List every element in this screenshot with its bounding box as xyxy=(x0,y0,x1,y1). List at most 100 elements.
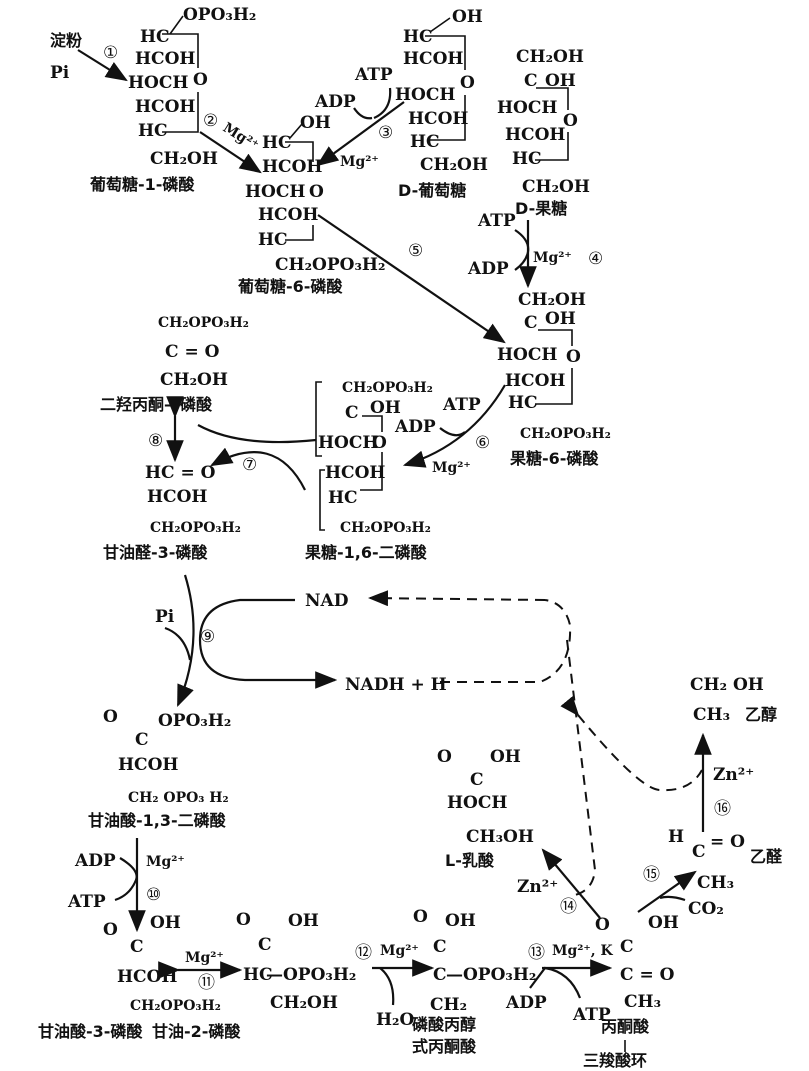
glucose-1-phosphate: OPO₃H₂ HC HCOH HOCH O HCOH HC CH₂OH 葡萄糖-… xyxy=(89,5,256,194)
glc-c4: HCOH xyxy=(408,109,468,129)
pep-o: O xyxy=(413,907,428,927)
fbp-c3: HOCH xyxy=(318,433,378,453)
step-11-mg: Mg²⁺ xyxy=(185,950,224,966)
glc-c5: HC xyxy=(410,132,440,152)
g6p-oh: OH xyxy=(300,113,331,133)
lac-name: L-乳酸 xyxy=(445,851,495,870)
step-12-water-arrow xyxy=(379,967,395,1006)
ald-h: H xyxy=(668,827,684,847)
pyr-c2: C = O xyxy=(620,965,675,985)
f6p-c1: CH₂OH xyxy=(518,290,586,310)
bpg-name: 甘油酸-1,3-二磷酸 xyxy=(88,811,227,830)
step-13-atp: ATP xyxy=(572,1005,611,1025)
bpg-opo: OPO₃H₂ xyxy=(158,711,231,731)
dhap-name: 二羟丙酮—磷酸 xyxy=(100,395,213,414)
fru-c4: HCOH xyxy=(505,125,565,145)
step-3-mg: Mg²⁺ xyxy=(340,154,379,170)
pg2-opo: —OPO₃H₂ xyxy=(266,965,356,985)
bpg-o: O xyxy=(103,707,118,727)
lac-o: O xyxy=(437,747,452,767)
eth-c1: CH₂ OH xyxy=(690,675,764,695)
step-15-arrow xyxy=(637,870,697,913)
nadh-label: NADH + H xyxy=(345,675,447,695)
fbp-c2: C xyxy=(345,403,359,423)
pg2-c2: HC xyxy=(243,965,273,985)
d-glucose: OH HC HCOH HOCH O HCOH HC CH₂OH D-葡萄糖 xyxy=(395,7,488,200)
g1p-c4: HCOH xyxy=(135,97,195,117)
lac-oh: OH xyxy=(490,747,521,767)
step-7-arrow-upper xyxy=(197,424,317,444)
nad-return-dashed xyxy=(368,590,546,607)
pyr-c1: C xyxy=(620,937,634,957)
tca-label: 三羧酸环 xyxy=(583,1051,647,1070)
pg2-name: 甘油-2-磷酸 xyxy=(152,1022,241,1041)
fru-oh: OH xyxy=(545,71,576,91)
pep-oh: OH xyxy=(445,911,476,931)
ald-c2: CH₃ xyxy=(697,873,734,893)
ald-c: C xyxy=(692,842,706,862)
step-6-cofactor-arrow xyxy=(439,427,466,437)
f6p-c6: CH₂OPO₃H₂ xyxy=(520,426,611,442)
gap-c3: CH₂OPO₃H₂ xyxy=(150,520,241,536)
step-4-atp: ATP xyxy=(477,211,516,231)
g1p-c6: CH₂OH xyxy=(150,149,218,169)
g1p-c5: HC xyxy=(138,121,168,141)
step-4-cofactor-arrow xyxy=(514,229,530,271)
f6p-name: 果糖-6-磷酸 xyxy=(509,449,599,468)
step-9-pi-arrow xyxy=(164,626,192,661)
pyr-c3: CH₃ xyxy=(624,992,661,1012)
step-5-number: ⑤ xyxy=(408,241,423,261)
step-2-number: ② xyxy=(203,111,218,131)
step-13-number: ⑬ xyxy=(528,943,545,963)
step-3-number: ③ xyxy=(378,123,393,143)
f6p-c4: HCOH xyxy=(505,371,565,391)
2-phosphoglycerate: O OH C HC —OPO₃H₂ CH₂OH 甘油-2-磷酸 xyxy=(152,910,356,1041)
pep-c2: C xyxy=(433,965,447,985)
step-1-arrow xyxy=(77,49,128,82)
step-6-arrow xyxy=(402,384,506,468)
pyr-name: 丙酮酸 xyxy=(601,1017,650,1036)
pg3-c3: CH₂OPO₃H₂ xyxy=(130,998,221,1014)
acetaldehyde: H C = O CH₃ 乙醛 xyxy=(668,827,783,893)
g6p-c2: HCOH xyxy=(262,157,322,177)
pg2-c1: C xyxy=(258,935,272,955)
fbp-c1: CH₂OPO₃H₂ xyxy=(342,380,433,396)
glc-ring-o: O xyxy=(460,73,475,93)
lac-c1: C xyxy=(470,770,484,790)
fructose-1-6-bisphosphate: CH₂OPO₃H₂ C OH HOCH O HCOH HC CH₂OPO₃H₂ … xyxy=(304,380,433,562)
step-5-arrow xyxy=(317,214,506,344)
step-1-number: ① xyxy=(103,43,118,63)
pg3-c2: HCOH xyxy=(117,967,177,987)
ethanol: CH₂ OH CH₃ 乙醇 xyxy=(690,675,777,725)
glucose-6-phosphate: OH HC HCOH HOCH O HCOH HC CH₂OPO₃H₂ 葡萄糖-… xyxy=(237,113,385,296)
step-12-h2o: H₂O xyxy=(376,1010,415,1030)
fru-c5: HC xyxy=(512,149,542,169)
step-6-mg: Mg²⁺ xyxy=(432,460,471,476)
pep-opo: —OPO₃H₂ xyxy=(446,965,536,985)
f6p-c2: C xyxy=(524,313,538,333)
nadh-dashed xyxy=(440,599,572,683)
bpg-c3: CH₂ OPO₃ H₂ xyxy=(128,790,229,806)
fru-ring-o: O xyxy=(563,111,578,131)
pg3-name: 甘油酸-3-磷酸 xyxy=(38,1022,143,1041)
glc-c2: HCOH xyxy=(403,49,463,69)
step-4-number: ④ xyxy=(588,249,603,269)
f6p-ring-o: O xyxy=(566,347,581,367)
fbp-brackets xyxy=(315,381,383,531)
step-3-adp: ADP xyxy=(314,92,356,112)
step-13-cofactor-arrows xyxy=(529,966,582,999)
step-16-zn: Zn²⁺ xyxy=(713,765,754,785)
step-13-mg-k: Mg²⁺, K xyxy=(552,943,614,959)
step-13-adp: ADP xyxy=(505,993,547,1013)
ald-name: 乙醛 xyxy=(750,847,783,866)
pg3-oh: OH xyxy=(150,913,181,933)
eth-name: 乙醇 xyxy=(745,705,777,724)
step-3-atp: ATP xyxy=(354,65,393,85)
step-8-number: ⑧ xyxy=(148,431,163,451)
step-6-atp: ATP xyxy=(442,395,481,415)
step-12-mg: Mg²⁺ xyxy=(380,943,419,959)
step-9-number: ⑨ xyxy=(200,627,215,647)
nad-cycle-arrow xyxy=(198,598,338,689)
fbp-ring-o: O xyxy=(372,433,387,453)
